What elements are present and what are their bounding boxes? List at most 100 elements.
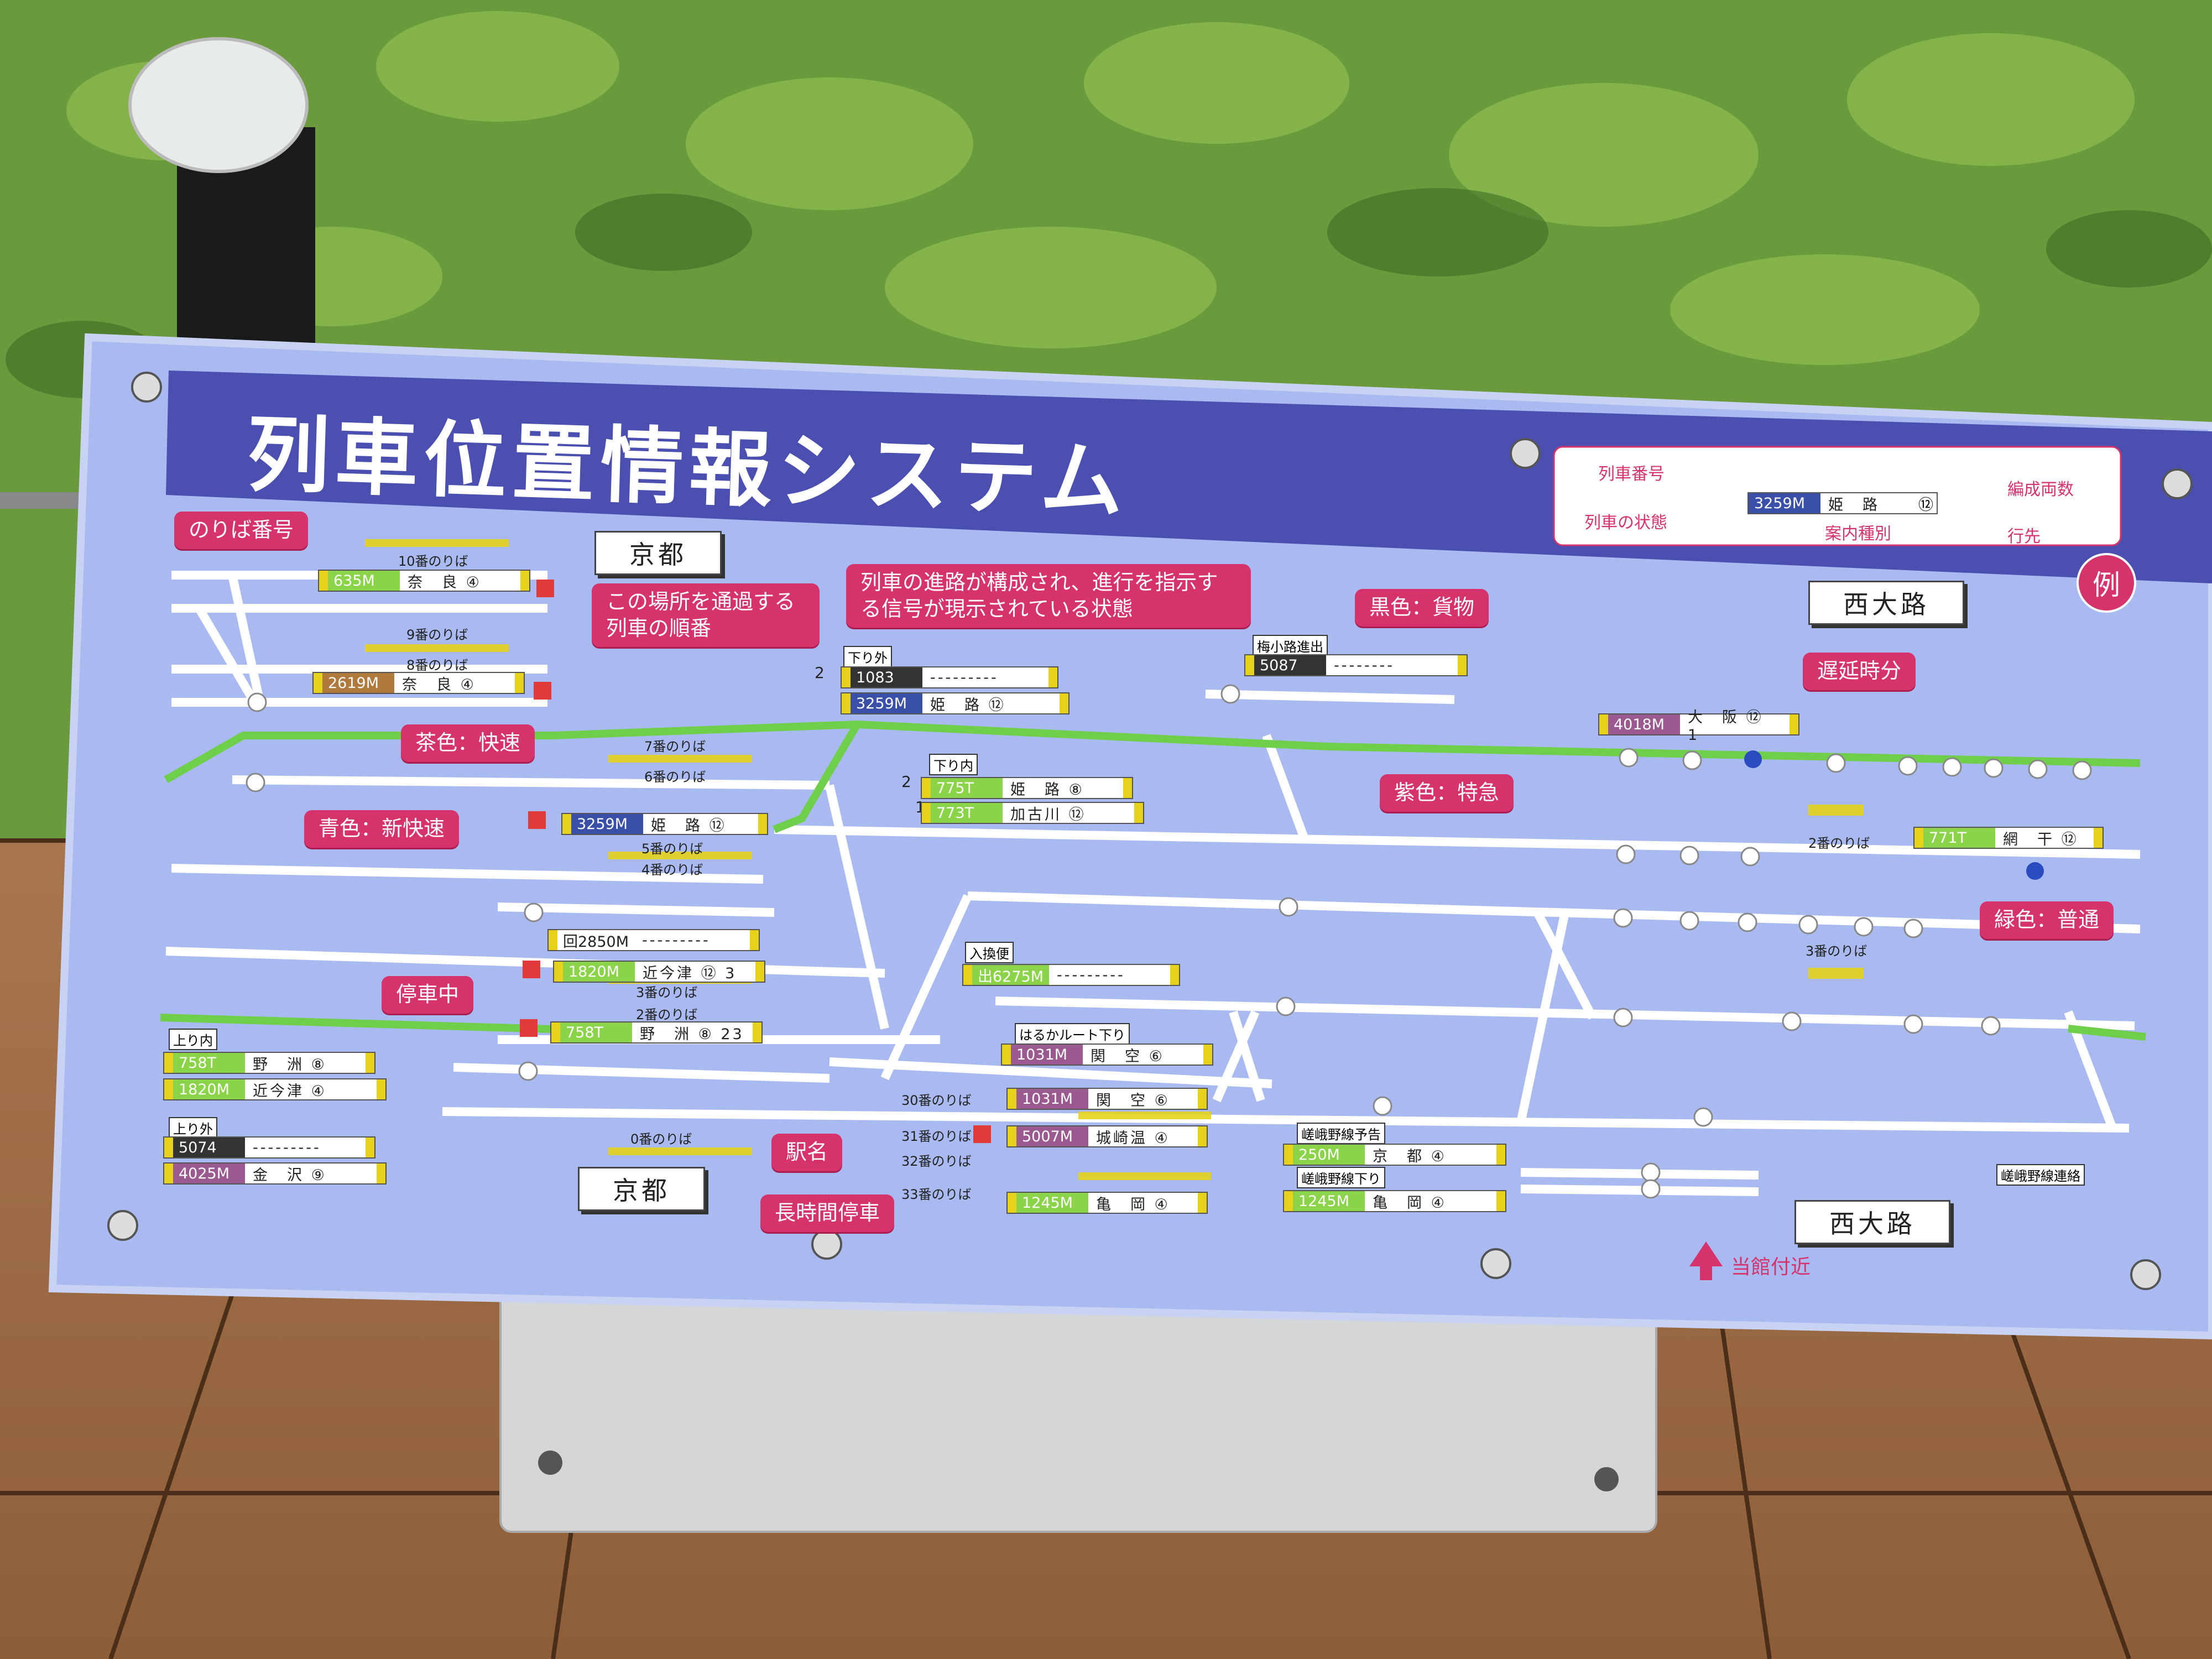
station-kyoto-bottom: 京都 <box>578 1167 705 1211</box>
train-destination: 亀 岡 ④ <box>1096 1196 1170 1213</box>
train-guide-marker <box>554 962 563 982</box>
train-guide-marker <box>377 1079 385 1099</box>
train-guide-marker <box>1008 1193 1016 1213</box>
train-guide-marker <box>963 965 972 985</box>
train-guide-marker <box>1170 965 1179 985</box>
train-number: 1820M <box>563 962 635 982</box>
train-guide-marker <box>1496 1191 1505 1211</box>
order-2b: 2 <box>901 773 911 791</box>
train-destination: 野 洲 ⑧ 23 <box>640 1025 744 1043</box>
train-destination: 京 都 ④ <box>1373 1147 1447 1165</box>
platform-8: 8番のりば <box>406 658 468 673</box>
train-guide-marker <box>515 673 524 693</box>
train-guide-marker <box>1914 828 1923 848</box>
train-number: 771T <box>1923 828 1995 848</box>
train-destination: 金 沢 ⑨ <box>253 1166 327 1184</box>
train-number: 1245M <box>1293 1191 1365 1211</box>
callout-brown-rapid: 茶色：快速 <box>401 724 535 762</box>
legend-train-number: 列車番号 <box>1598 465 1665 484</box>
train-destination: 関 空 ⑥ <box>1096 1092 1170 1109</box>
train-guide-marker <box>1060 693 1068 713</box>
train-guide-marker <box>314 673 322 693</box>
train-destination: 加古川 ⑫ <box>1010 806 1086 823</box>
train-guide-marker <box>1008 1126 1016 1146</box>
legend: 列車番号 列車の状態 3259M 姫 路 ⑫ 案内種別 編成両数 行先 <box>1559 453 2112 546</box>
train-guide-marker <box>1496 1145 1505 1165</box>
train-guide-marker <box>922 803 931 823</box>
train-indicator: 出6275M--------- <box>962 964 1180 986</box>
train-number: 1031M <box>1011 1045 1083 1065</box>
train-guide-marker <box>1458 655 1467 675</box>
train-guide-marker <box>750 930 759 950</box>
train-number: 250M <box>1293 1145 1365 1165</box>
train-guide-marker <box>1198 1089 1207 1109</box>
train-destination: 亀 岡 ④ <box>1373 1194 1447 1212</box>
train-number: 3259M <box>571 814 643 834</box>
platform-0: 0番のりば <box>630 1131 692 1147</box>
train-indicator: 250M 京 都 ④ <box>1283 1144 1506 1166</box>
tag-sagano-down: 嵯峨野線下り <box>1297 1167 1385 1188</box>
train-number: 1820M <box>173 1079 245 1099</box>
train-guide-marker <box>1002 1045 1011 1065</box>
stand-bolt <box>538 1451 562 1475</box>
blue-signal <box>1744 750 1762 768</box>
train-guide-marker <box>366 1138 374 1157</box>
train-number: 635M <box>328 571 400 591</box>
train-guide-marker <box>922 778 931 798</box>
legend-sample-destination: 姫 路 <box>1828 496 1880 514</box>
legend-destination: 行先 <box>2007 527 2041 546</box>
legend-sample-train: 3259M 姫 路 ⑫ <box>1747 492 1938 514</box>
train-number: 5007M <box>1016 1126 1088 1146</box>
train-destination: -------- <box>1334 656 1395 674</box>
train-guide-marker <box>1203 1045 1212 1065</box>
train-number: 758T <box>560 1022 632 1042</box>
here-arrow-icon <box>1689 1241 1723 1280</box>
train-indicator: 635M 奈 良 ④ <box>318 570 530 592</box>
train-guide-marker <box>758 814 767 834</box>
train-indicator: 758T 野 洲 ⑧ 23 <box>550 1021 763 1044</box>
platform-7: 7番のりば <box>644 739 706 754</box>
platform-32: 32番のりば <box>901 1154 972 1169</box>
train-destination: 奈 良 ④ <box>408 573 482 591</box>
tag-up-outer: 上り外 <box>169 1117 217 1139</box>
callout-long-stop: 長時間停車 <box>760 1194 895 1232</box>
train-indicator: 回2850M--------- <box>547 929 760 951</box>
tag-umekoji: 梅小路進出 <box>1253 635 1328 656</box>
red-signals <box>520 580 991 1143</box>
tag-here: 当館付近 <box>1731 1256 1811 1279</box>
train-guide-marker <box>755 962 764 982</box>
tracks <box>165 571 2141 1196</box>
train-destination: 関 空 ⑥ <box>1091 1047 1165 1065</box>
train-guide-marker <box>164 1164 173 1183</box>
legend-guide-type: 案内種別 <box>1825 524 1891 544</box>
legend-train-status: 列車の状態 <box>1584 513 1667 533</box>
train-number: 出6275M <box>972 965 1050 985</box>
station-kyoto-top: 京都 <box>594 531 722 575</box>
train-destination: --------- <box>930 669 999 686</box>
order-2a: 2 <box>815 664 825 682</box>
train-guide-marker <box>1008 1089 1016 1109</box>
train-number: 775T <box>931 778 1003 798</box>
platform-2: 2番のりば <box>636 1007 698 1022</box>
train-destination: 姫 路 ⑫ <box>930 696 1006 714</box>
platform-10: 10番のりば <box>398 554 468 569</box>
blue-signal <box>2026 862 2044 880</box>
tag-exchange: 入換便 <box>965 942 1014 963</box>
tag-sagano-notice: 嵯峨野線予告 <box>1297 1123 1385 1144</box>
train-guide-marker <box>164 1053 173 1073</box>
train-destination: --------- <box>642 931 711 949</box>
train-guide-marker <box>551 1022 560 1042</box>
train-guide-marker <box>1198 1126 1207 1146</box>
train-number: 4018M <box>1608 714 1680 734</box>
train-guide-marker <box>164 1138 173 1157</box>
platform-5: 5番のりば <box>641 841 703 857</box>
